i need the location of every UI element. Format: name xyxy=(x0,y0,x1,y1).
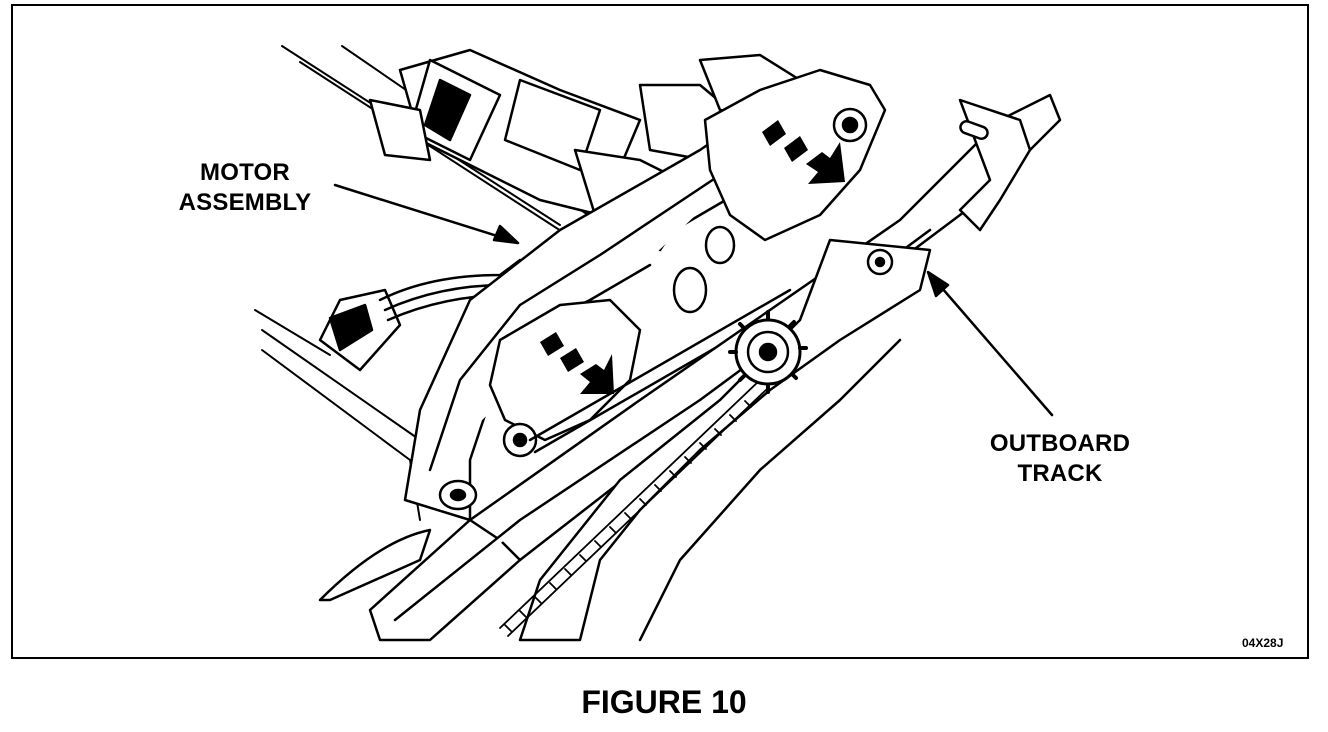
motor-assembly-line1: MOTOR xyxy=(200,159,290,186)
direction-arrow-upper xyxy=(762,120,845,184)
lower-track-body xyxy=(318,238,932,642)
motor-body xyxy=(368,48,802,252)
figure-caption: FIGURE 10 xyxy=(581,684,747,720)
motor-assembly-line2: ASSEMBLY xyxy=(178,189,312,216)
outboard-track-line1: OUTBOARD xyxy=(989,430,1131,457)
lower-gear-housing xyxy=(488,298,642,458)
track-drive-gear xyxy=(728,310,808,394)
motor-assembly-label: MOTOR ASSEMBLY xyxy=(160,158,330,218)
motor-assembly-leader xyxy=(333,183,520,245)
direction-arrow-lower xyxy=(540,332,614,394)
rack-gear-teeth xyxy=(499,379,769,637)
outboard-track-label: OUTBOARD TRACK xyxy=(965,429,1155,489)
mounting-boss xyxy=(438,479,478,511)
outboard-track-leader xyxy=(926,270,1054,417)
outboard-track-line2: TRACK xyxy=(1017,460,1103,487)
drive-shaft xyxy=(528,225,797,454)
figure-code: 04X28J xyxy=(1242,636,1284,650)
background-rods xyxy=(254,45,611,521)
